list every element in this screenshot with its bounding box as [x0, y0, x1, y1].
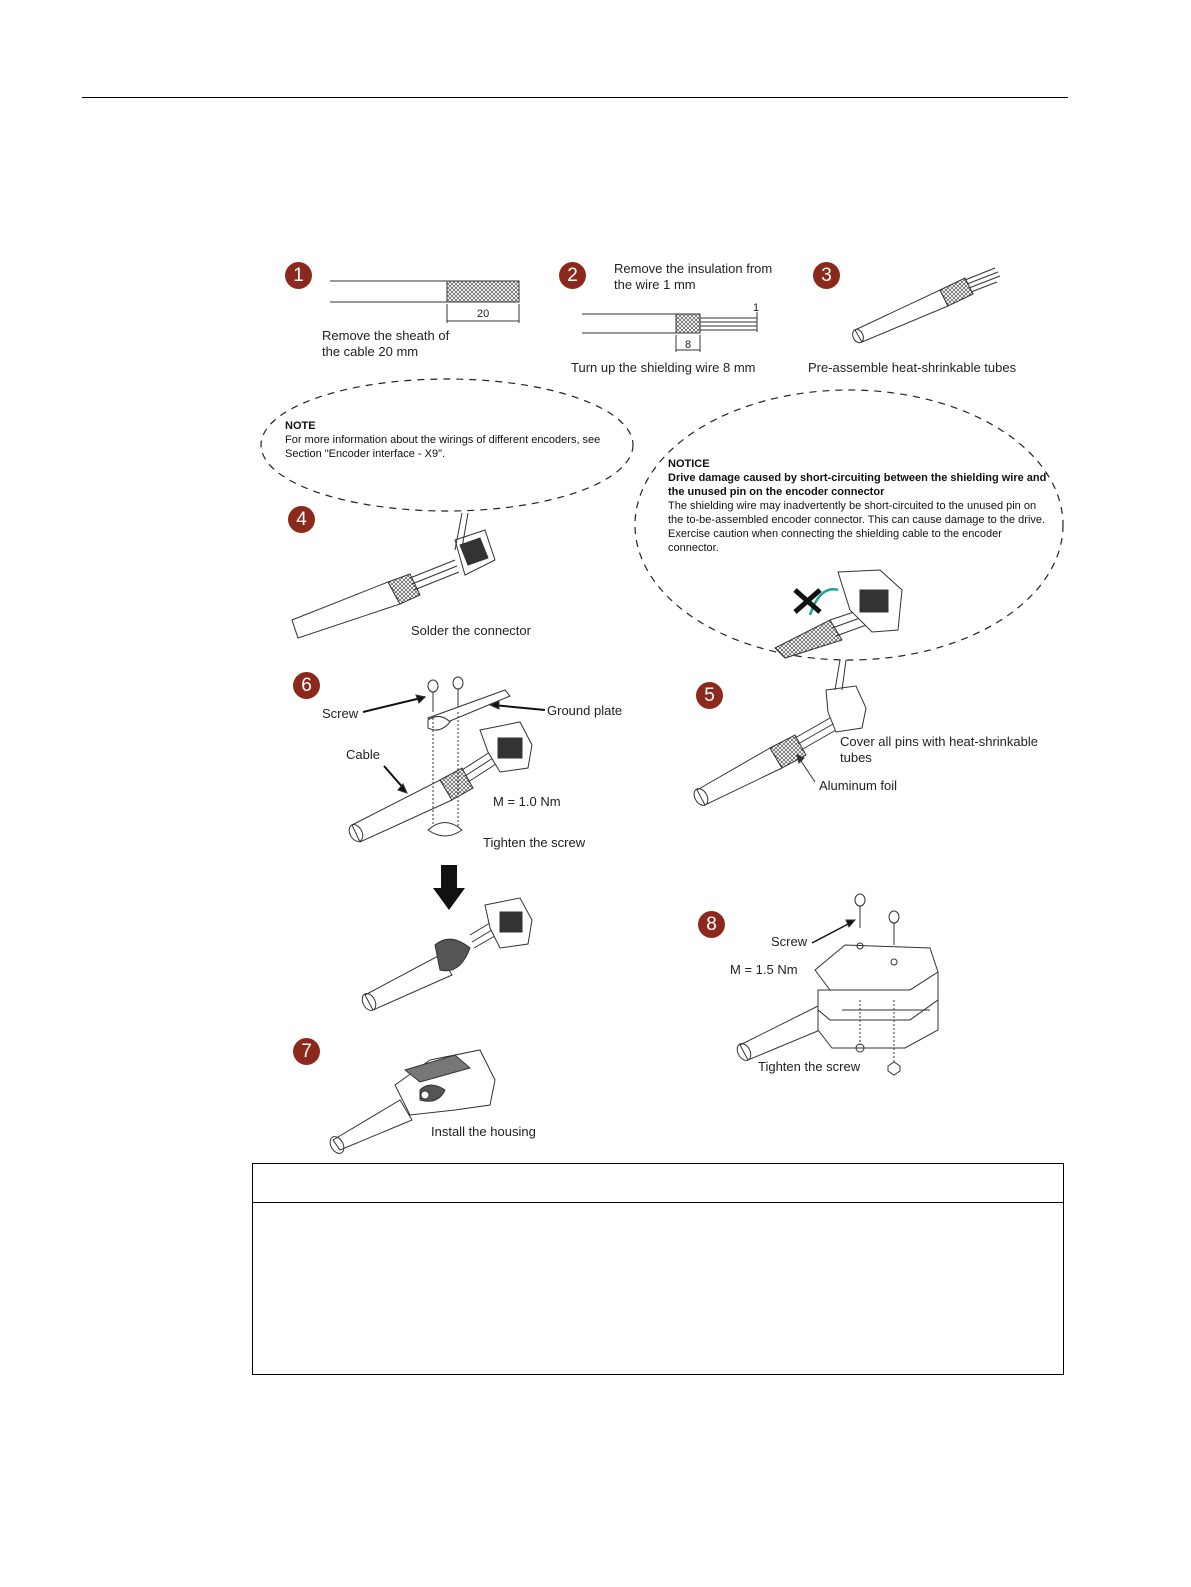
note-title: NOTE [285, 420, 316, 432]
step3-label: Pre-assemble heat-shrinkable tubes [808, 360, 1017, 375]
header-rule [82, 97, 1068, 98]
step2-dimension-b: 8 [685, 339, 692, 351]
notice-body-1: The shielding wire may inadvertently be … [668, 500, 1046, 526]
step4-label: Solder the connector [411, 623, 531, 638]
info-table-header-rule [253, 1202, 1063, 1203]
notice-connector [774, 569, 903, 659]
step2-bottom-label: Turn up the shielding wire 8 mm [571, 360, 756, 375]
step5-cable [693, 659, 867, 806]
step6-assembly [348, 676, 546, 843]
step-8-badge: 8 [698, 911, 725, 938]
step8-torque-label: M = 1.5 Nm [730, 962, 798, 977]
step6-ground-plate-label: Ground plate [547, 703, 623, 718]
note-text: For more information about the wirings o… [285, 434, 601, 460]
note-callout [260, 378, 634, 512]
step-1-badge: 1 [285, 262, 312, 289]
step2-top-label: Remove the insulation from the wire 1 mm [614, 261, 773, 292]
step8-screw-label: Screw [771, 934, 808, 949]
down-arrow [433, 865, 465, 910]
step7-label: Install the housing [431, 1124, 536, 1139]
step-6-badge: 6 [293, 672, 320, 699]
step6-torque-label: M = 1.0 Nm [493, 794, 561, 809]
step-5-badge: 5 [696, 682, 723, 709]
step7-housing [329, 1049, 496, 1154]
notice-callout [634, 389, 1064, 661]
step-2-badge: 2 [559, 262, 586, 289]
step-3-badge: 3 [813, 262, 840, 289]
step8-tighten-label: Tighten the screw [758, 1059, 861, 1074]
step2-cable [582, 312, 758, 352]
step4-cable [291, 512, 496, 639]
notice-box: NOTICE Drive damage caused by short-circ… [668, 457, 1052, 555]
step5-foil-label: Aluminum foil [819, 778, 898, 793]
step1-cable [330, 280, 520, 323]
step6-result [361, 897, 533, 1011]
step-4-badge: 4 [288, 506, 315, 533]
info-table [252, 1163, 1064, 1375]
notice-title: NOTICE [668, 458, 710, 470]
step1-label: Remove the sheath of the cable 20 mm [322, 328, 450, 359]
note-box: NOTE For more information about the wiri… [285, 419, 615, 461]
step3-cable [852, 267, 1001, 344]
step6-tighten-label: Tighten the screw [483, 835, 586, 850]
step1-dimension: 20 [477, 308, 490, 320]
step-7-badge: 7 [293, 1038, 320, 1065]
step6-screw-label: Screw [322, 706, 359, 721]
step5-cover-label: Cover all pins with heat-shrinkable tube… [840, 734, 1038, 765]
step6-cable-label: Cable [346, 747, 380, 762]
notice-body-2: Exercise caution when connecting the shi… [668, 528, 1002, 554]
step2-dimension-a: 1 [753, 302, 760, 314]
step8-assembly [736, 893, 939, 1076]
notice-heading: Drive damage caused by short-circuiting … [668, 472, 1047, 498]
